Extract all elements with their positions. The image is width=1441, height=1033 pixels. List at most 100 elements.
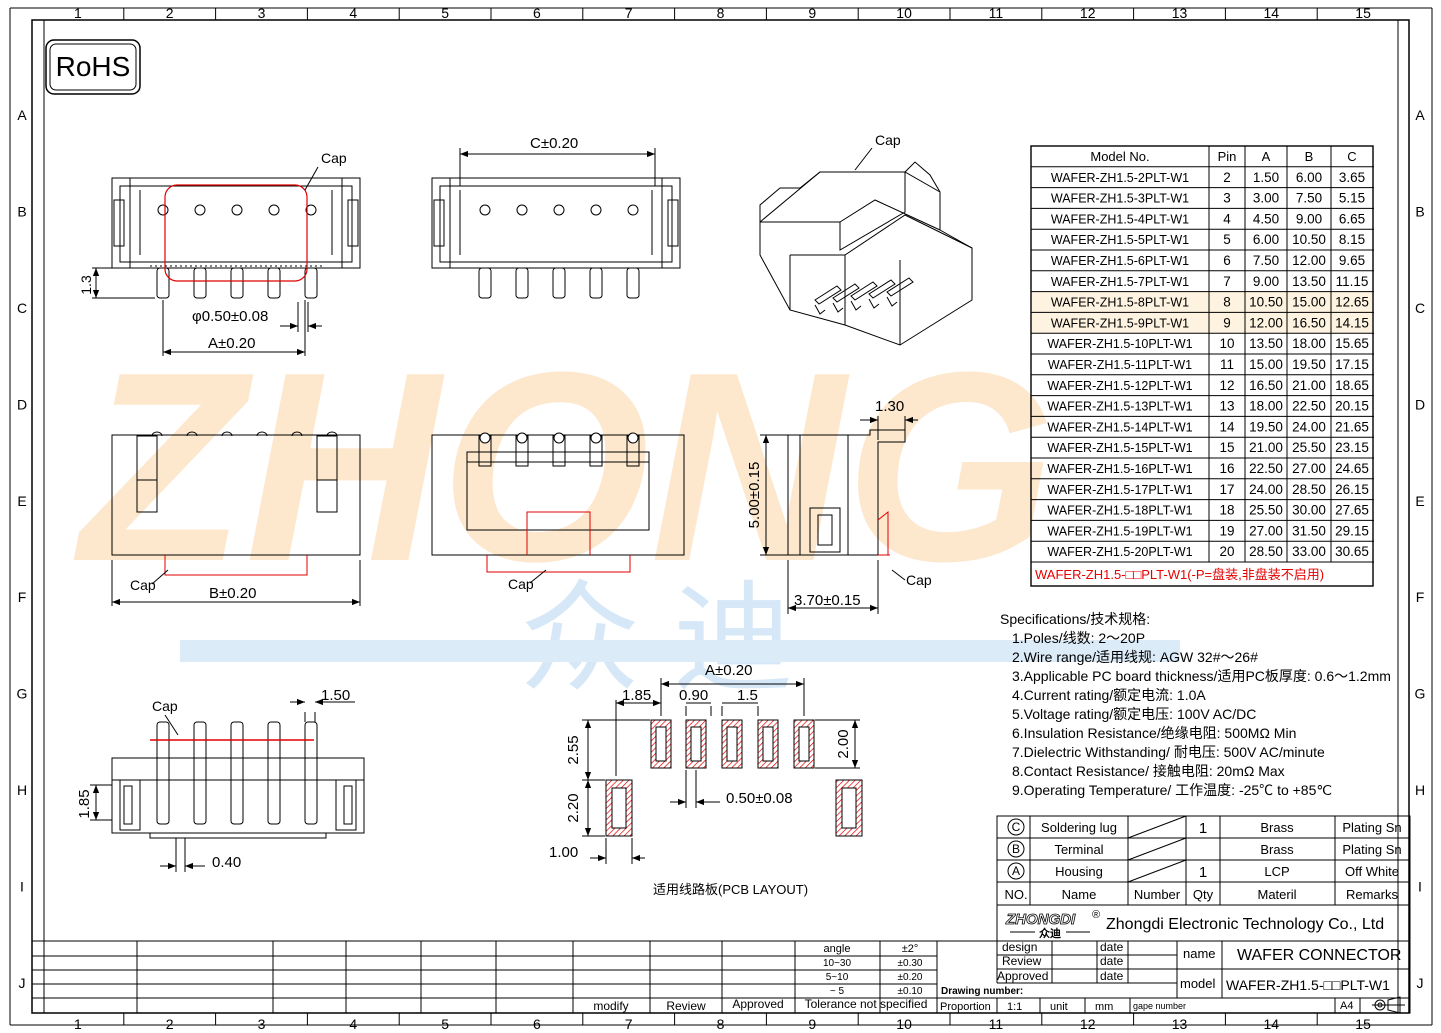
spec-item: 3.Applicable PC board thickness/适用PC板厚度:… bbox=[1012, 668, 1391, 684]
grid-col-label: 11 bbox=[989, 5, 1004, 21]
table-cell: 17.15 bbox=[1335, 357, 1369, 372]
watermark-cjk: 众 迪 bbox=[520, 572, 793, 706]
spec-item: 6.Insulation Resistance/绝缘电阻: 500MΩ Min bbox=[1012, 725, 1296, 741]
table-cell: 15 bbox=[1219, 440, 1234, 455]
dim-top: 1.30 bbox=[875, 398, 904, 415]
spec-item: 5.Voltage rating/额定电压: 100V AC/DC bbox=[1012, 706, 1256, 722]
grid-row-label: J bbox=[19, 975, 26, 991]
bom-name: Soldering lug bbox=[1041, 820, 1117, 835]
cap-label: Cap bbox=[875, 132, 901, 148]
dim-height: 1.3 bbox=[78, 275, 94, 295]
grid-row-label: I bbox=[20, 878, 24, 894]
grid-col-label: 3 bbox=[258, 5, 266, 21]
tb-tolerance: Tolerance not specified bbox=[805, 997, 928, 1011]
grid-col-label: 6 bbox=[533, 5, 541, 21]
grid-row-label: B bbox=[17, 204, 26, 220]
table-cell: 6.00 bbox=[1253, 232, 1279, 247]
table-cell: 13.50 bbox=[1292, 274, 1326, 289]
grid-row-label: A bbox=[17, 107, 27, 123]
cap-label: Cap bbox=[130, 577, 156, 593]
table-cell: 21.00 bbox=[1292, 378, 1326, 393]
dim-220: 2.20 bbox=[565, 793, 582, 822]
grid-row-label: C bbox=[1415, 300, 1425, 316]
tb-date: date bbox=[1100, 954, 1124, 968]
table-cell: 22.50 bbox=[1249, 461, 1283, 476]
table-cell: WAFER-ZH1.5-12PLT-W1 bbox=[1047, 379, 1192, 393]
table-cell: 11.15 bbox=[1336, 274, 1369, 289]
tb-review2: Review bbox=[1002, 954, 1042, 968]
table-cell: 27.65 bbox=[1335, 503, 1369, 518]
table-cell: 10 bbox=[1219, 336, 1234, 351]
bom-material: LCP bbox=[1264, 864, 1289, 879]
bom-remarks: Plating Sn bbox=[1342, 820, 1401, 835]
table-cell: 10.50 bbox=[1292, 232, 1326, 247]
tb-scale: 1:1 bbox=[1007, 1001, 1022, 1013]
rohs-label: RoHS bbox=[56, 51, 131, 82]
table-cell: 6.65 bbox=[1339, 211, 1365, 226]
table-cell: 19 bbox=[1219, 523, 1234, 538]
spec-item: 7.Dielectric Withstanding/ 耐电压: 500V AC/… bbox=[1012, 744, 1325, 760]
table-cell: WAFER-ZH1.5-9PLT-W1 bbox=[1051, 316, 1189, 330]
table-cell: WAFER-ZH1.5-15PLT-W1 bbox=[1047, 441, 1192, 455]
cap-label: Cap bbox=[152, 698, 178, 714]
grid-row-label: A bbox=[1415, 107, 1425, 123]
table-cell: 10.50 bbox=[1249, 295, 1283, 310]
dim-hole: 0.50±0.08 bbox=[726, 790, 793, 807]
tb-drawing-number: Drawing number: bbox=[941, 986, 1023, 997]
grid-col-label: 3 bbox=[258, 1016, 266, 1032]
table-cell: 30.65 bbox=[1335, 544, 1369, 559]
table-cell: 8 bbox=[1223, 295, 1231, 310]
tb-review: Review bbox=[666, 999, 706, 1013]
table-cell: WAFER-ZH1.5-3PLT-W1 bbox=[1051, 192, 1189, 206]
tb-unit: unit bbox=[1050, 1001, 1068, 1013]
grid-row-label: H bbox=[1415, 782, 1425, 798]
table-cell: WAFER-ZH1.5-2PLT-W1 bbox=[1051, 171, 1189, 185]
grid-row-label: E bbox=[1415, 493, 1424, 509]
rohs-badge: RoHS bbox=[45, 39, 141, 95]
table-cell: 7 bbox=[1223, 274, 1231, 289]
table-cell: 20 bbox=[1219, 544, 1234, 559]
table-cell: WAFER-ZH1.5-14PLT-W1 bbox=[1047, 420, 1192, 434]
table-cell: WAFER-ZH1.5-10PLT-W1 bbox=[1047, 337, 1192, 351]
table-cell: 20.15 bbox=[1335, 399, 1369, 414]
bom-header: Materil bbox=[1257, 887, 1296, 902]
bom-material: Brass bbox=[1260, 842, 1294, 857]
table-cell: 18.00 bbox=[1249, 399, 1283, 414]
grid-col-label: 1 bbox=[74, 1016, 82, 1032]
grid-col-label: 15 bbox=[1355, 1016, 1371, 1032]
bom-symbol: C bbox=[1012, 820, 1021, 834]
table-cell: 1.50 bbox=[1253, 170, 1279, 185]
table-cell: 13.50 bbox=[1249, 336, 1283, 351]
table-cell: 12 bbox=[1219, 378, 1234, 393]
grid-col-label: 10 bbox=[896, 1016, 912, 1032]
table-cell: WAFER-ZH1.5-5PLT-W1 bbox=[1051, 233, 1189, 247]
dim-185: 1.85 bbox=[622, 687, 651, 704]
table-cell: 24.00 bbox=[1292, 419, 1326, 434]
grid-col-label: 12 bbox=[1080, 5, 1096, 21]
dim-depth: 3.70±0.15 bbox=[794, 592, 861, 609]
tb-modify: modify bbox=[593, 999, 628, 1013]
table-cell: WAFER-ZH1.5-6PLT-W1 bbox=[1051, 254, 1189, 268]
grid-col-label: 2 bbox=[166, 1016, 174, 1032]
table-cell: WAFER-ZH1.5-8PLT-W1 bbox=[1051, 296, 1189, 310]
table-cell: WAFER-ZH1.5-13PLT-W1 bbox=[1047, 400, 1192, 414]
table-cell: 19.50 bbox=[1249, 419, 1283, 434]
company-logo-mark: ® bbox=[1092, 909, 1100, 921]
specifications: Specifications/技术规格:1.Poles/线数: 2～20P2.W… bbox=[1000, 611, 1391, 798]
grid-row-label: B bbox=[1415, 204, 1424, 220]
grid-col-label: 10 bbox=[896, 5, 912, 21]
tb-tol-range: ~ 5 bbox=[830, 986, 845, 997]
tb-gape-number: gape number bbox=[1133, 1001, 1186, 1011]
cap-label: Cap bbox=[321, 150, 347, 166]
grid-col-label: 14 bbox=[1264, 5, 1280, 21]
table-cell: 3.00 bbox=[1253, 191, 1279, 206]
table-cell: 12.00 bbox=[1292, 253, 1326, 268]
bom-name: Housing bbox=[1055, 864, 1103, 879]
bom-header: Qty bbox=[1193, 887, 1214, 902]
dim-pin: φ0.50±0.08 bbox=[192, 308, 268, 325]
table-cell: 5.15 bbox=[1339, 191, 1365, 206]
table-cell: 16.50 bbox=[1292, 315, 1326, 330]
table-cell: 23.15 bbox=[1335, 440, 1369, 455]
